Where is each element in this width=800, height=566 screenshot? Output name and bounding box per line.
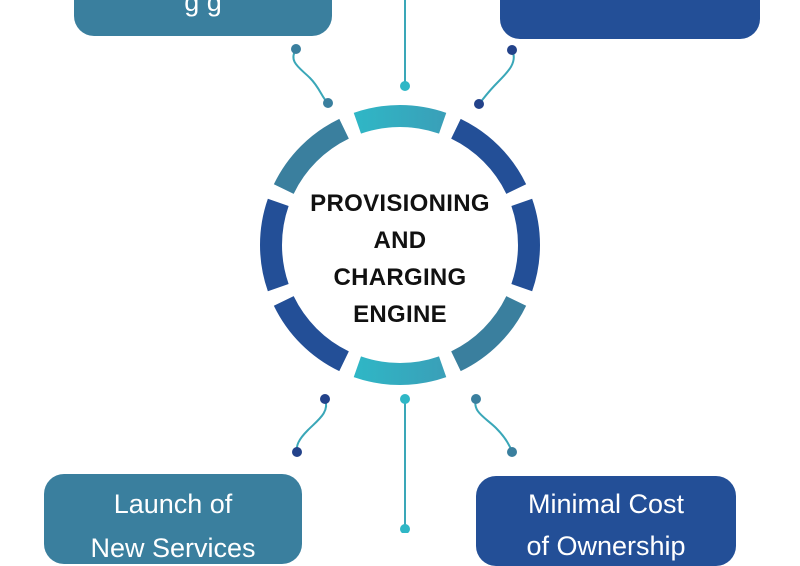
ring-segment-lower-left: [273, 296, 349, 372]
center-line-2: AND: [373, 227, 427, 254]
connector-top-left: [291, 44, 333, 108]
connector-bottom-left: [292, 394, 330, 457]
connector-top-dot: [400, 81, 410, 91]
ring-segment-lower-right-a: [511, 198, 541, 292]
center-line-3: CHARGING: [333, 264, 467, 291]
box-bottom-right-line-2: of Ownership: [526, 531, 686, 561]
ring: [259, 105, 541, 386]
box-top-right: [500, 0, 760, 39]
diagram-canvas: [259, 0, 541, 533]
box-bottom-right-line-1: Minimal Cost: [527, 489, 685, 519]
box-bottom-left: Launch of New Services: [44, 474, 302, 564]
box-top-left-line-2: g g: [184, 0, 222, 17]
box-bottom-left-line-1: Launch of: [113, 489, 233, 519]
ring-segment-upper-right: [451, 118, 527, 194]
box-top-left: g g: [74, 0, 332, 36]
ring-segment-upper-left-b: [273, 118, 349, 194]
connector-bottom-dot: [400, 394, 410, 404]
connector-bottom-end-dot: [400, 524, 410, 533]
ring-segment-bottom: [353, 356, 447, 386]
connector-bottom-right: [471, 394, 517, 457]
connector-top-right: [474, 45, 517, 109]
ring-segment-lower-right-b: [451, 296, 527, 372]
ring-segment-upper-left-a: [259, 198, 289, 292]
ring-segment-top: [353, 105, 447, 134]
box-bottom-right: Minimal Cost of Ownership: [476, 476, 736, 566]
box-bottom-left-line-2: New Services: [90, 533, 256, 563]
center-line-4: ENGINE: [353, 301, 447, 328]
center-line-1: PROVISIONING: [310, 190, 490, 217]
center-label: PROVISIONING AND CHARGING ENGINE: [280, 185, 520, 333]
